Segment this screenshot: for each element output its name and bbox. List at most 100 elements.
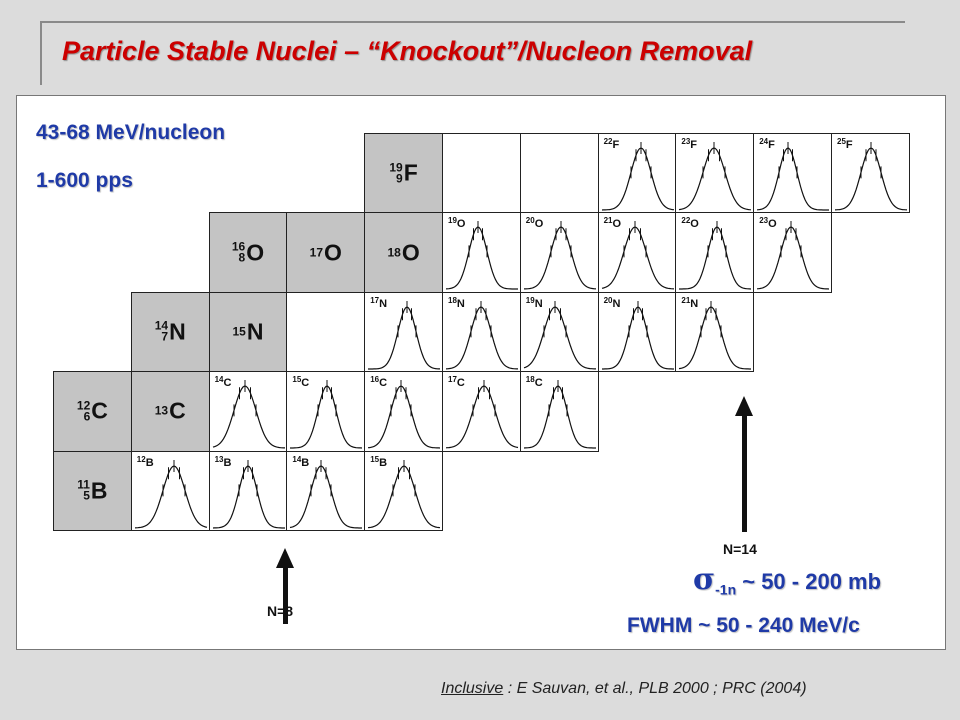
element-symbol: F — [768, 139, 775, 151]
isotope-label: 20N — [604, 296, 621, 310]
arrow-n14-shaft — [742, 414, 747, 532]
momentum-distribution-plot — [523, 300, 596, 370]
mass-number: 11 — [77, 477, 90, 492]
element-symbol: F — [690, 139, 698, 151]
element-symbol: C — [169, 397, 186, 424]
nuclide-cell-23f: 23F — [675, 133, 755, 214]
fit-curve — [757, 226, 830, 290]
element-symbol: N — [612, 297, 621, 310]
mass-number: 16 — [231, 239, 246, 254]
momentum-distribution-plot — [368, 300, 441, 370]
momentum-distribution-plot — [679, 142, 752, 211]
element-symbol: C — [379, 377, 388, 390]
isotope-label: 14C — [215, 375, 232, 389]
momentum-distribution-plot — [368, 380, 441, 449]
fit-curve — [601, 226, 674, 290]
arrow-n8-head — [276, 548, 294, 568]
element-symbol: F — [845, 139, 853, 151]
nuclide-cell-16c: 16C — [364, 371, 443, 452]
mass-number: 21 — [603, 216, 613, 226]
mass-number: 18 — [387, 245, 401, 260]
beam-rate: 1-600 pps — [36, 169, 133, 192]
momentum-distribution-plot — [679, 300, 752, 370]
mass-number: 22 — [603, 137, 613, 146]
element-symbol: N — [534, 297, 543, 310]
mass-number: 24 — [759, 137, 769, 146]
momentum-distribution-plot — [601, 300, 674, 370]
mass-number: 15 — [370, 454, 380, 464]
momentum-distribution-plot — [212, 380, 285, 449]
fit-curve — [601, 306, 674, 370]
mass-number: 17 — [309, 245, 324, 260]
mass-number: 16 — [370, 375, 380, 385]
slide-title: Particle Stable Nuclei – “Knockout”/Nucl… — [62, 36, 753, 66]
element-symbol: C — [91, 397, 108, 424]
isotope-label: 19O — [448, 216, 465, 230]
nuclide-cell-12b: 12B — [130, 450, 210, 531]
element-symbol: B — [379, 456, 388, 469]
mass-number: 14 — [292, 454, 302, 464]
stable-nuclide-label: 13C — [132, 398, 209, 425]
fit-curve — [212, 385, 285, 449]
sigma-symbol: σ — [693, 562, 716, 597]
isotope-label: 18N — [448, 296, 465, 310]
element-symbol: C — [456, 377, 465, 390]
mass-number: 12 — [76, 398, 91, 413]
nuclide-cell-17o: 17O — [286, 212, 366, 293]
mass-number: 13 — [154, 403, 169, 418]
mass-number: 17 — [448, 375, 457, 385]
momentum-distribution-plot — [834, 142, 908, 211]
fit-curve — [368, 306, 441, 370]
mass-number: 25 — [837, 137, 846, 146]
momentum-distribution-plot — [523, 380, 596, 449]
momentum-distribution-plot — [290, 380, 363, 449]
nuclide-cell-21n: 21N — [675, 291, 755, 373]
nuclide-cell-17c: 17C — [442, 371, 521, 452]
element-symbol: C — [223, 377, 232, 390]
element-symbol: B — [301, 456, 310, 469]
element-symbol: O — [690, 218, 699, 231]
fit-curve — [679, 306, 752, 370]
reference-prefix: Inclusive — [441, 680, 504, 697]
fit-curve — [290, 385, 363, 449]
isotope-label: 18C — [526, 375, 543, 389]
fit-curve — [368, 464, 441, 528]
isotope-label: 24F — [759, 137, 775, 151]
reference: Inclusive : E Sauvan, et al., PLB 2000 ;… — [441, 680, 807, 698]
nuclide-cell-18n: 18N — [442, 291, 521, 373]
stable-nuclide-label: 15N — [210, 318, 287, 345]
element-symbol: N — [246, 318, 264, 345]
arrow-n8-label: N=8 — [267, 603, 294, 619]
nuclide-cell-22o: 22O — [675, 212, 755, 293]
element-symbol: N — [169, 318, 186, 345]
momentum-distribution-plot — [757, 142, 830, 211]
nuclide-cell-25f: 25F — [831, 133, 910, 214]
nuclide-cell-19o: 19O — [442, 212, 521, 293]
isotope-label: 15B — [370, 455, 387, 469]
atomic-number: 5 — [83, 488, 90, 503]
cross-section-value: ~ 50 - 200 mb — [736, 569, 882, 594]
stable-nuclide-label: 17O — [287, 239, 364, 266]
fwhm-range: FWHM ~ 50 - 240 MeV/c — [627, 614, 860, 637]
momentum-distribution-plot — [445, 380, 519, 449]
nuclide-cell-23o: 23O — [753, 212, 832, 293]
element-symbol: B — [90, 477, 108, 504]
isotope-label: 23O — [759, 216, 776, 230]
mass-number: 17 — [370, 295, 380, 305]
fit-curve — [368, 385, 441, 449]
mass-number: 18 — [448, 295, 457, 305]
mass-charge-scripts: 15 — [233, 325, 246, 337]
isotope-label: 17C — [448, 375, 465, 389]
mass-number: 23 — [759, 216, 769, 226]
isotope-label: 23F — [681, 137, 697, 151]
